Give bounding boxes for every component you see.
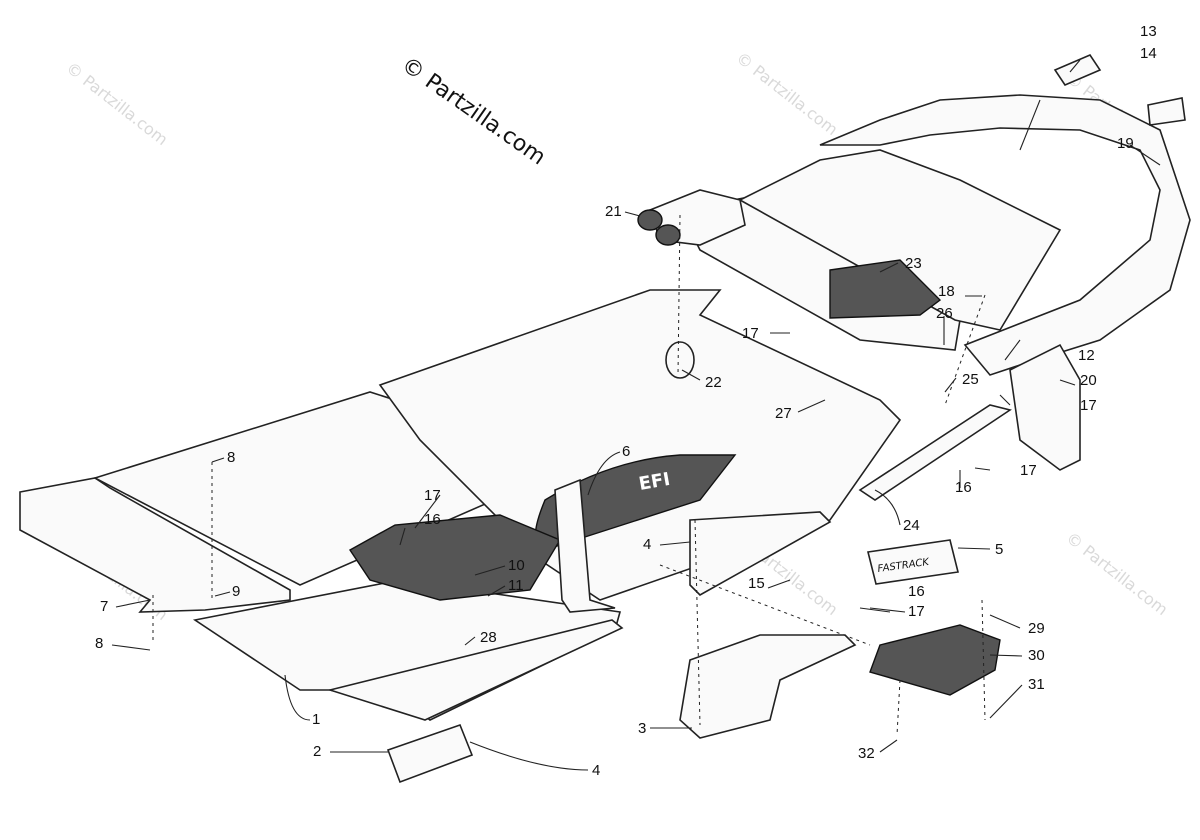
callout-7: 7 (100, 598, 108, 615)
callout-1: 1 (312, 711, 320, 728)
callout-17: 17 (424, 487, 441, 504)
callout-31: 31 (1028, 676, 1045, 693)
callout-28: 28 (480, 629, 497, 646)
callout-11: 11 (508, 577, 524, 594)
callout-21: 21 (605, 203, 622, 220)
rail-extension (689, 511, 832, 596)
callout-14: 14 (1140, 45, 1157, 62)
callout-32: 32 (858, 745, 875, 762)
callout-10: 10 (508, 557, 525, 574)
callout-17: 17 (1080, 397, 1097, 414)
callout-4: 4 (643, 536, 651, 553)
assembly-line (677, 214, 681, 376)
tunnel-assembly: EFI FASTRACK (19, 54, 1191, 784)
rolled-edge (327, 619, 624, 721)
callout-27: 27 (775, 405, 792, 422)
fastrack-decal (867, 539, 959, 585)
axle-tube (858, 404, 1012, 501)
watermark: © Partzilla.com (733, 48, 842, 139)
callout-4: 4 (592, 762, 600, 779)
callout-22: 22 (705, 374, 722, 391)
reflector (386, 723, 474, 784)
tunnel-strap (554, 478, 616, 613)
callouts: 1 2 3 4 4 5 6 7 8 8 9 10 11 12 13 14 15 … (95, 23, 1157, 779)
callout-18: 18 (938, 283, 955, 300)
watermark: © Partzilla.com (63, 58, 172, 149)
callout-20: 20 (1080, 372, 1097, 389)
rear-reflector (1147, 97, 1186, 126)
callout-24: 24 (903, 517, 920, 534)
taillight-lens (637, 209, 663, 231)
grab-bar (819, 94, 1191, 376)
callout-2: 2 (313, 743, 321, 760)
copyright-text: © Partzilla.com (397, 52, 550, 170)
callout-17: 17 (742, 325, 759, 342)
callout-16: 16 (908, 583, 925, 600)
callout-29: 29 (1028, 620, 1045, 637)
callout-16: 16 (955, 479, 972, 496)
callout-8: 8 (227, 449, 235, 466)
callout-26: 26 (936, 305, 953, 322)
callout-8: 8 (95, 635, 103, 652)
assembly-line (694, 519, 701, 726)
leader-lines (111, 59, 1161, 771)
callout-25: 25 (962, 371, 979, 388)
assembly-line (944, 294, 986, 406)
callout-17: 17 (908, 603, 925, 620)
rear-reflector (1053, 54, 1102, 86)
callout-5: 5 (995, 541, 1003, 558)
callout-6: 6 (622, 443, 630, 460)
flap-clip (665, 341, 695, 379)
callout-12: 12 (1078, 347, 1095, 364)
assembly-line (981, 599, 986, 721)
fastener-lines (152, 214, 986, 736)
callout-30: 30 (1028, 647, 1045, 664)
callout-19: 19 (1117, 135, 1134, 152)
callout-13: 13 (1140, 23, 1157, 40)
callout-16: 16 (424, 511, 441, 528)
tunnel-left-section (19, 477, 291, 613)
mount-bracket (679, 634, 857, 739)
mount-block (869, 624, 1001, 696)
callout-15: 15 (748, 575, 765, 592)
callout-23: 23 (905, 255, 922, 272)
callout-17: 17 (1020, 462, 1037, 479)
assembly-line (896, 679, 901, 736)
rear-bumper-bracket (1009, 343, 1081, 471)
assembly-line (659, 564, 871, 646)
step-plate (829, 259, 942, 319)
callout-9: 9 (232, 583, 240, 600)
watermark: © Partzilla.com (1063, 528, 1172, 619)
seat-cushion (738, 149, 1062, 331)
taillight-lens (655, 224, 681, 246)
callout-3: 3 (638, 720, 646, 737)
